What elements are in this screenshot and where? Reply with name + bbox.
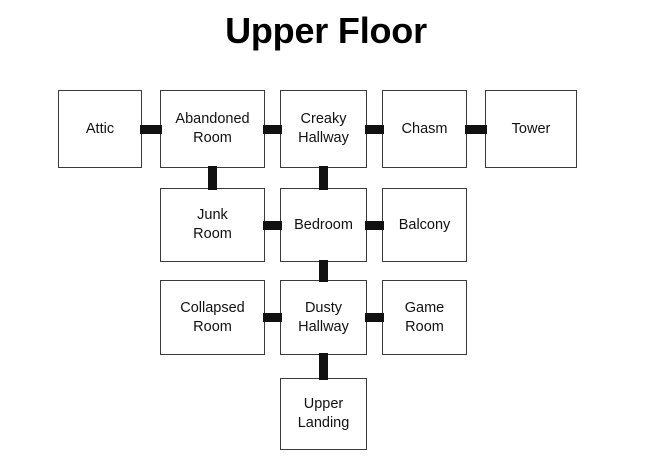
room-node-abandoned-room[interactable]: Abandoned Room xyxy=(160,90,265,168)
room-node-dusty-hallway[interactable]: Dusty Hallway xyxy=(280,280,367,355)
room-node-upper-landing[interactable]: Upper Landing xyxy=(280,378,367,450)
room-node-game-room[interactable]: Game Room xyxy=(382,280,467,355)
connector-abandoned-room--junk-room xyxy=(208,166,217,190)
connector-dusty-hallway--upper-landing xyxy=(319,353,328,380)
room-label-junk-room: Junk Room xyxy=(193,207,232,242)
room-label-game-room: Game Room xyxy=(404,299,445,335)
room-label-bedroom: Bedroom xyxy=(294,216,353,233)
room-node-balcony[interactable]: Balcony xyxy=(382,188,467,262)
room-label-chasm: Chasm xyxy=(401,120,448,137)
room-node-attic[interactable]: Attic xyxy=(58,90,142,168)
connector-bedroom--dusty-hallway xyxy=(319,260,328,282)
room-label-creaky-hallway: Creaky Hallway xyxy=(298,111,349,146)
room-label-tower: Tower xyxy=(511,120,551,137)
connector-bedroom--balcony xyxy=(365,221,384,230)
room-node-tower[interactable]: Tower xyxy=(485,90,577,168)
connector-collapsed-room--dusty-hallway xyxy=(263,313,282,322)
room-label-collapsed-room: Collapsed Room xyxy=(180,299,245,335)
room-label-balcony: Balcony xyxy=(398,216,451,233)
room-node-creaky-hallway[interactable]: Creaky Hallway xyxy=(280,90,367,168)
connector-creaky-hallway--chasm xyxy=(365,125,384,134)
room-label-upper-landing: Upper Landing xyxy=(297,396,350,431)
room-node-bedroom[interactable]: Bedroom xyxy=(280,188,367,262)
connector-dusty-hallway--game-room xyxy=(365,313,384,322)
connector-abandoned-room--creaky-hallway xyxy=(263,125,282,134)
room-node-collapsed-room[interactable]: Collapsed Room xyxy=(160,280,265,355)
room-node-junk-room[interactable]: Junk Room xyxy=(160,188,265,262)
room-node-chasm[interactable]: Chasm xyxy=(382,90,467,168)
room-label-dusty-hallway: Dusty Hallway xyxy=(298,299,349,335)
room-label-attic: Attic xyxy=(85,120,115,137)
connector-junk-room--bedroom xyxy=(263,221,282,230)
connector-chasm--tower xyxy=(465,125,487,134)
page-title: Upper Floor xyxy=(225,10,427,51)
connector-attic--abandoned-room xyxy=(140,125,162,134)
room-label-abandoned-room: Abandoned Room xyxy=(175,111,250,146)
connector-creaky-hallway--bedroom xyxy=(319,166,328,190)
